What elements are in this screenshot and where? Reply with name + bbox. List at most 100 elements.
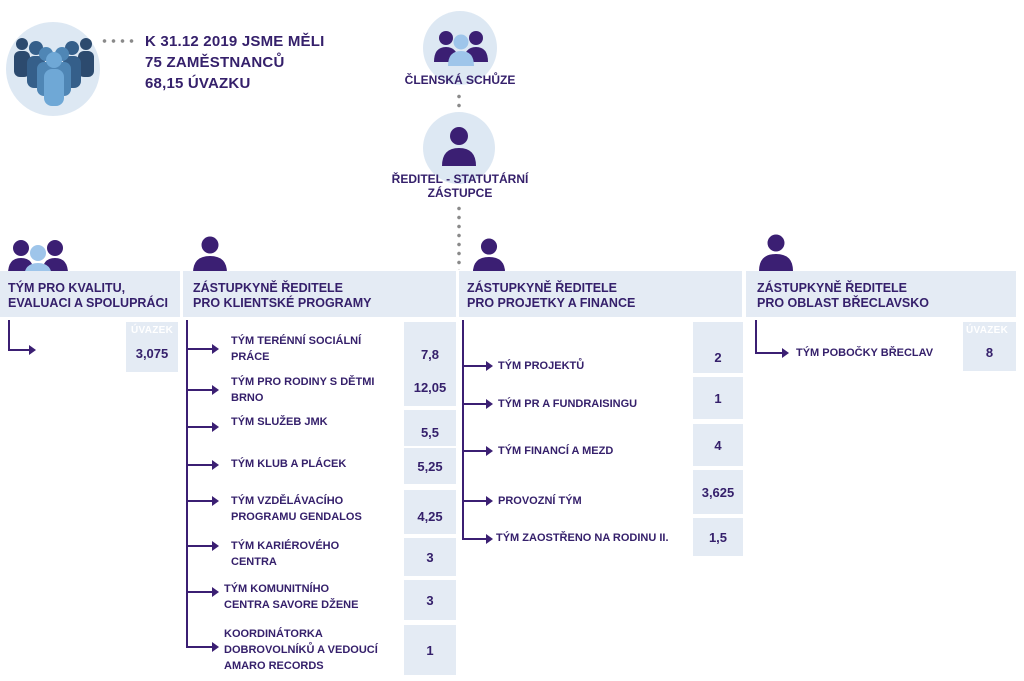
breclav-deputy-person-icon <box>759 234 793 271</box>
client-item-label-4: TÝM KLUB A PLÁCEK <box>231 458 347 470</box>
client-item-label-3: TÝM SLUŽEB JMK <box>231 416 328 428</box>
director-label-line-1: ŘEDITEL - STATUTÁRNÍ <box>391 172 529 186</box>
client-deputy-header: ZÁSTUPKYNĚ ŘEDITELE PRO KLIENTSKÉ PROGRA… <box>183 271 456 317</box>
breclav-item-label-1: TÝM POBOČKY BŘECLAV <box>796 347 934 359</box>
client-item-value-box-4: 5,25 <box>404 448 456 484</box>
projects-item-label-2: TÝM PR A FUNDRAISINGU <box>498 398 638 410</box>
uvazek-label-breclav: ÚVAZEK <box>966 325 1009 336</box>
assembly-director-connector <box>457 92 461 112</box>
client-arrow-6 <box>212 541 219 551</box>
client-branch-2 <box>186 389 213 391</box>
projects-item-label-1: TÝM PROJEKTŮ <box>498 360 585 372</box>
quality-team-arrow <box>29 345 36 355</box>
quality-team-title-line-2: EVALUACI A SPOLUPRÁCI <box>8 296 168 310</box>
client-branch-7 <box>186 591 213 593</box>
uvazek-label-quality: ÚVAZEK <box>131 325 174 336</box>
projects-item-value-box-3: 4 <box>693 424 743 466</box>
client-item-value-box-1: 7,8 <box>404 322 456 374</box>
client-arrow-1 <box>212 344 219 354</box>
quality-team-value: 3,075 <box>135 345 169 361</box>
projects-deputy-header: ZÁSTUPKYNĚ ŘEDITELE PRO PROJETKY A FINAN… <box>459 271 742 317</box>
quality-team-branch <box>8 349 30 351</box>
client-branch-3 <box>186 426 213 428</box>
client-item-value-7: 3 <box>426 592 434 608</box>
director-label: ŘEDITEL - STATUTÁRNÍ ZÁSTUPCE <box>355 172 565 200</box>
projects-deputy-title-line-1: ZÁSTUPKYNĚ ŘEDITELE <box>467 281 618 295</box>
client-item-value-4: 5,25 <box>417 458 443 474</box>
breclav-deputy-header: ZÁSTUPKYNĚ ŘEDITELE PRO OBLAST BŘECLAVSK… <box>746 271 1016 317</box>
director-connector <box>457 204 461 270</box>
client-item-value-2: 12,05 <box>413 379 447 395</box>
projects-arrow-2 <box>486 399 493 409</box>
projects-item-value-3: 4 <box>714 437 722 453</box>
breclav-tree-line <box>755 320 757 354</box>
client-arrow-2 <box>212 385 219 395</box>
client-item-label-8: KOORDINÁTORKA DOBROVOLNÍKŮ A VEDOUCÍ AMA… <box>224 628 378 672</box>
client-item-value-6: 3 <box>426 549 434 565</box>
projects-item-value-5: 1,5 <box>708 529 728 545</box>
projects-deputy-title-line-2: PRO PROJETKY A FINANCE <box>467 296 636 310</box>
client-item-label-7: TÝM KOMUNITNÍHO CENTRA SAVORE DŽENE <box>224 583 359 611</box>
client-item-label-5: TÝM VZDĚLÁVACÍHO PROGRAMU GENDALOS <box>231 495 362 523</box>
client-deputy-title-line-2: PRO KLIENTSKÉ PROGRAMY <box>193 296 372 310</box>
client-arrow-7 <box>212 587 219 597</box>
client-branch-8 <box>186 646 213 648</box>
client-item-label-6: TÝM KARIÉROVÉHO CENTRA <box>231 540 340 568</box>
assembly-label: ČLENSKÁ SCHŮZE <box>404 73 516 87</box>
projects-item-label-5: TÝM ZAOSTŘENO NA RODINU II. <box>496 532 669 544</box>
breclav-deputy-title-line-2: PRO OBLAST BŘECLAVSKO <box>757 296 929 310</box>
client-item-value-box-2: 12,05 <box>404 368 456 406</box>
summary-line-2: 75 ZAMĚSTNANCŮ <box>145 54 285 71</box>
projects-item-value-4: 3,625 <box>701 484 735 500</box>
projects-arrow-5 <box>486 534 493 544</box>
quality-team-value-box: 3,075 <box>126 322 178 372</box>
projects-arrow-4 <box>486 496 493 506</box>
client-branch-5 <box>186 500 213 502</box>
projects-item-value-1: 2 <box>714 350 722 365</box>
projects-deputy-person-icon <box>472 238 506 274</box>
client-item-label-1: TÝM TERÉNNÍ SOCIÁLNÍ PRÁCE <box>231 335 362 363</box>
group-people-icon <box>14 38 94 106</box>
projects-item-label-3: TÝM FINANCÍ A MEZD <box>498 445 614 457</box>
projects-branch-3 <box>462 450 487 452</box>
client-item-value-1: 7,8 <box>420 346 440 362</box>
client-deputy-title-line-1: ZÁSTUPKYNĚ ŘEDITELE <box>193 281 344 295</box>
projects-branch-2 <box>462 403 487 405</box>
client-arrow-8 <box>212 642 219 652</box>
client-item-value-3: 5,5 <box>420 424 440 440</box>
quality-team-header: TÝM PRO KVALITU, EVALUACI A SPOLUPRÁCI <box>0 271 180 317</box>
projects-branch-4 <box>462 500 487 502</box>
projects-item-value-box-4: 3,625 <box>693 470 743 514</box>
quality-team-title-line-1: TÝM PRO KVALITU, <box>8 281 126 295</box>
summary-line-3: 68,15 ÚVAZKU <box>145 75 251 92</box>
quality-team-people-icon <box>8 240 68 278</box>
director-person-icon <box>442 127 476 166</box>
client-item-value-box-5: 4,25 <box>404 490 456 534</box>
client-item-value-box-7: 3 <box>404 580 456 620</box>
client-branch-1 <box>186 348 213 350</box>
breclav-item-value-box-1: 8 <box>963 322 1016 371</box>
client-deputy-person-icon <box>193 236 227 273</box>
client-item-value-8: 1 <box>426 642 434 658</box>
projects-item-value-box-5: 1,5 <box>693 518 743 556</box>
breclav-branch-1 <box>755 352 783 354</box>
client-tree-line <box>186 320 188 648</box>
client-arrow-5 <box>212 496 219 506</box>
breclav-arrow-1 <box>782 348 789 358</box>
projects-branch-5 <box>462 538 487 540</box>
client-item-label-2: TÝM PRO RODINY S DĚTMI BRNO <box>231 376 375 404</box>
assembly-people-icon <box>434 31 488 66</box>
breclav-deputy-title-line-1: ZÁSTUPKYNĚ ŘEDITELE <box>757 281 908 295</box>
projects-tree-line <box>462 320 464 540</box>
client-item-value-box-8: 1 <box>404 625 456 675</box>
summary-line-1: K 31.12 2019 JSME MĚLI <box>145 33 325 50</box>
client-branch-6 <box>186 545 213 547</box>
summary-text: K 31.12 2019 JSME MĚLI 75 ZAMĚSTNANCŮ 68… <box>145 31 325 94</box>
quality-team-tree-line <box>8 320 10 351</box>
client-arrow-4 <box>212 460 219 470</box>
projects-arrow-3 <box>486 446 493 456</box>
projects-item-value-box-1: 2 <box>693 322 743 373</box>
projects-arrow-1 <box>486 361 493 371</box>
client-branch-4 <box>186 464 213 466</box>
client-arrow-3 <box>212 422 219 432</box>
